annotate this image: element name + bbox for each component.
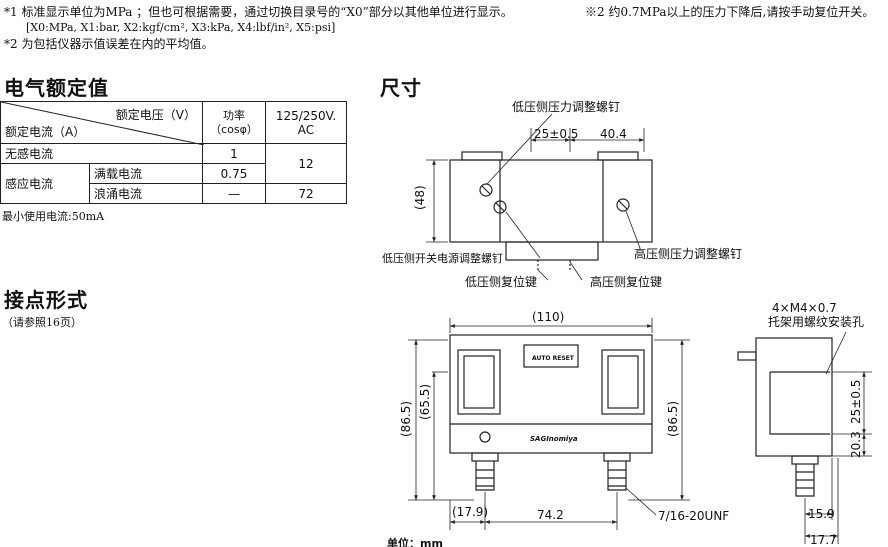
row-inrush-value: 72 xyxy=(265,183,347,204)
header-diagonal-cell: 额定电压（V） 额定电流（A） xyxy=(0,101,204,145)
note-1: *1 标准显示单位为MPa ；但也可根据需要，通过切换目录号的“X0”部分以其他… xyxy=(4,4,513,20)
note-2-text: 为包括仪器示值误差在内的平均值。 xyxy=(21,37,214,51)
label-switch-screw: 低压侧开关电源调整螺钉 xyxy=(382,251,503,265)
top-view-reset-block xyxy=(505,241,599,261)
switch-screw-icon xyxy=(493,200,507,214)
header-pf-top: 功率 xyxy=(223,108,245,122)
top-view-body xyxy=(449,159,653,243)
dim-655: (65.5) xyxy=(418,384,432,420)
contact-heading: 接点形式 xyxy=(4,288,88,312)
contact-ref: （请参照16页） xyxy=(2,316,82,329)
dim-48: (48) xyxy=(413,185,427,210)
dim-865-right: (86.5) xyxy=(666,401,680,437)
dimensions-heading: 尺寸 xyxy=(380,76,422,100)
header-voltage: 额定电压（V） xyxy=(115,108,196,122)
header-ac: 125/250V. AC xyxy=(265,101,347,144)
note-right: ※2 约0.7MPa以上的压力下降后,请按手动复位开关。 xyxy=(585,4,874,20)
dim-159: 15.9 xyxy=(808,507,835,521)
front-view-body xyxy=(449,334,653,454)
front-view xyxy=(449,334,653,491)
note-1-text: 标准显示单位为MPa ；但也可根据需要，通过切换目录号的“X0”部分以其他单位进… xyxy=(21,5,513,19)
note-right-mark: ※2 xyxy=(585,5,605,19)
top-view xyxy=(449,151,653,270)
label-high-screw: 高压侧压力调整螺钉 xyxy=(634,246,742,261)
auto-reset-label: AUTO RESET xyxy=(532,355,575,362)
fitting-right xyxy=(607,461,627,491)
note-1-mark: *1 xyxy=(4,5,18,19)
thread-spec: 7/16-20UNF xyxy=(658,509,729,523)
note-1-units: [X0:MPa, X1:bar, X2:kgf/cm², X3:kPa, X4:… xyxy=(26,21,336,34)
fitting-left xyxy=(475,461,495,491)
dim-25-side: 25±0.5 xyxy=(849,380,863,424)
dim-177: 17.7 xyxy=(810,533,837,547)
label-hole-use: 托架用螺纹安装孔 xyxy=(768,314,864,329)
header-power-factor: 功率 （cosφ） xyxy=(202,101,266,144)
top-view-tab-right xyxy=(597,151,639,161)
note-2-mark: *2 xyxy=(4,37,18,51)
front-window-right xyxy=(601,349,645,415)
top-view-tab-left xyxy=(461,151,503,161)
note-right-text: 约0.7MPa以上的压力下降后,请按手动复位开关。 xyxy=(608,5,875,19)
min-current: 最小使用电流:50mA xyxy=(2,210,105,223)
row-inductive-group: 感应电流 xyxy=(0,163,90,204)
label-low-screw: 低压侧压力调整螺钉 xyxy=(512,99,620,114)
high-screw-icon xyxy=(616,198,630,212)
label-low-reset: 低压侧复位键 xyxy=(465,274,537,289)
note-2: *2 为包括仪器示值误差在内的平均值。 xyxy=(4,36,213,52)
rating-heading: 电气额定值 xyxy=(4,76,109,100)
dim-179: (17.9) xyxy=(452,505,488,519)
side-bracket xyxy=(769,371,830,435)
dim-25-top: 25±0.5 xyxy=(534,127,578,141)
dim-40: 40.4 xyxy=(600,127,627,141)
row-inrush-label: 浪涌电流 xyxy=(89,183,203,204)
side-view-body xyxy=(755,337,833,457)
front-screw-icon xyxy=(479,431,491,443)
dim-110: (110) xyxy=(532,310,564,324)
auto-reset-plate xyxy=(523,344,579,368)
header-current: 额定电流（A） xyxy=(5,125,86,139)
side-view xyxy=(737,337,833,497)
diagonal-line xyxy=(1,102,204,145)
dim-742: 74.2 xyxy=(537,508,564,522)
low-screw-icon xyxy=(479,183,493,197)
dim-203: 20.3 xyxy=(849,431,863,458)
header-pf-bottom: （cosφ） xyxy=(210,122,258,136)
label-high-reset: 高压侧复位键 xyxy=(590,274,662,289)
rating-table: 额定电压（V） 额定电流（A） 功率 （cosφ） 125/250V. AC 无… xyxy=(0,101,347,204)
label-hole-spec: 4×M4×0.7 xyxy=(772,301,837,315)
dim-865-left: (86.5) xyxy=(399,401,413,437)
front-window-left xyxy=(457,349,501,415)
unit-label: 单位：mm xyxy=(387,536,443,547)
rating-table-wrap: 额定电压（V） 额定电流（A） 功率 （cosφ） 125/250V. AC 无… xyxy=(0,101,347,204)
brand-logo: SAGInomiya xyxy=(530,435,578,443)
